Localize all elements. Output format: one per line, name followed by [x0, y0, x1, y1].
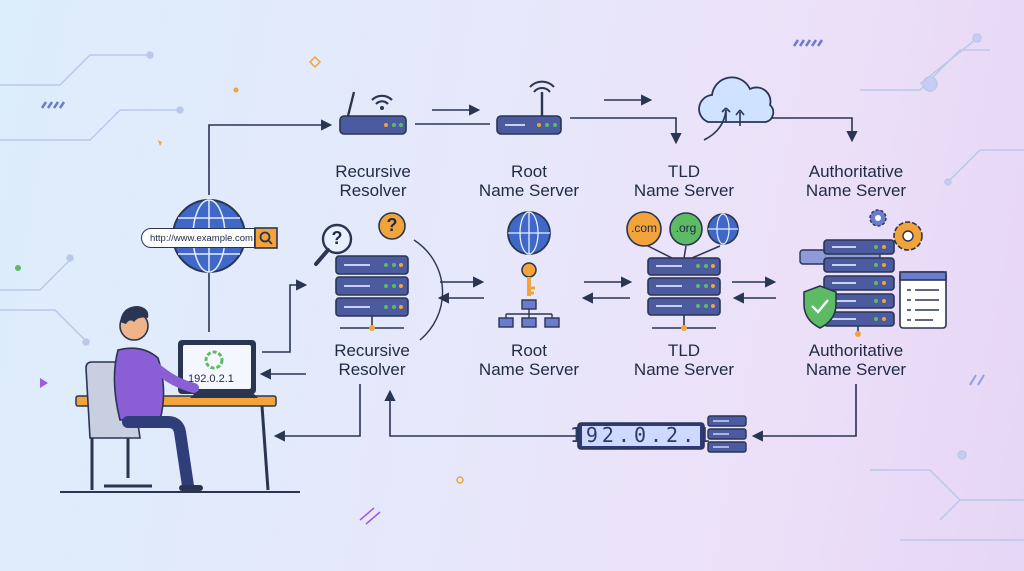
- flow-arrows: [208, 94, 858, 442]
- cloud-upload-icon: [698, 76, 775, 141]
- wifi-router-icon: [339, 91, 407, 135]
- search-icon: [254, 227, 278, 249]
- person-at-desk-icon: [60, 306, 300, 493]
- hierarchy-icon: [498, 299, 560, 328]
- ip-display-panel: [577, 422, 705, 450]
- server-stack-icon: [335, 255, 409, 331]
- root-globe-icon: [507, 211, 551, 255]
- key-icon: [521, 262, 537, 296]
- tld-com-bubble: .com: [630, 221, 657, 235]
- resolved-ip-display: 192.0.2.1: [569, 423, 715, 447]
- mini-server-icon: [707, 415, 747, 453]
- document-list-icon: [899, 271, 947, 329]
- magnifier-question-mark: ?: [331, 228, 343, 248]
- orange-question-mark: ?: [386, 215, 398, 235]
- magnifier-question-icon: [314, 212, 406, 266]
- decor-circuit-lines: [0, 33, 1024, 541]
- decor-sparkles: [15, 39, 985, 525]
- browser-url-field: http://www.example.com: [141, 228, 255, 248]
- tld-org-bubble: .org: [675, 221, 697, 235]
- gear-icon: [869, 209, 923, 251]
- tld-server-stack-icon: [647, 257, 721, 331]
- tld-bubbles: [626, 211, 739, 259]
- shield-check-icon: [803, 285, 837, 329]
- laptop-ip-text: 192.0.2.1: [188, 373, 234, 385]
- router-icon: [496, 80, 562, 135]
